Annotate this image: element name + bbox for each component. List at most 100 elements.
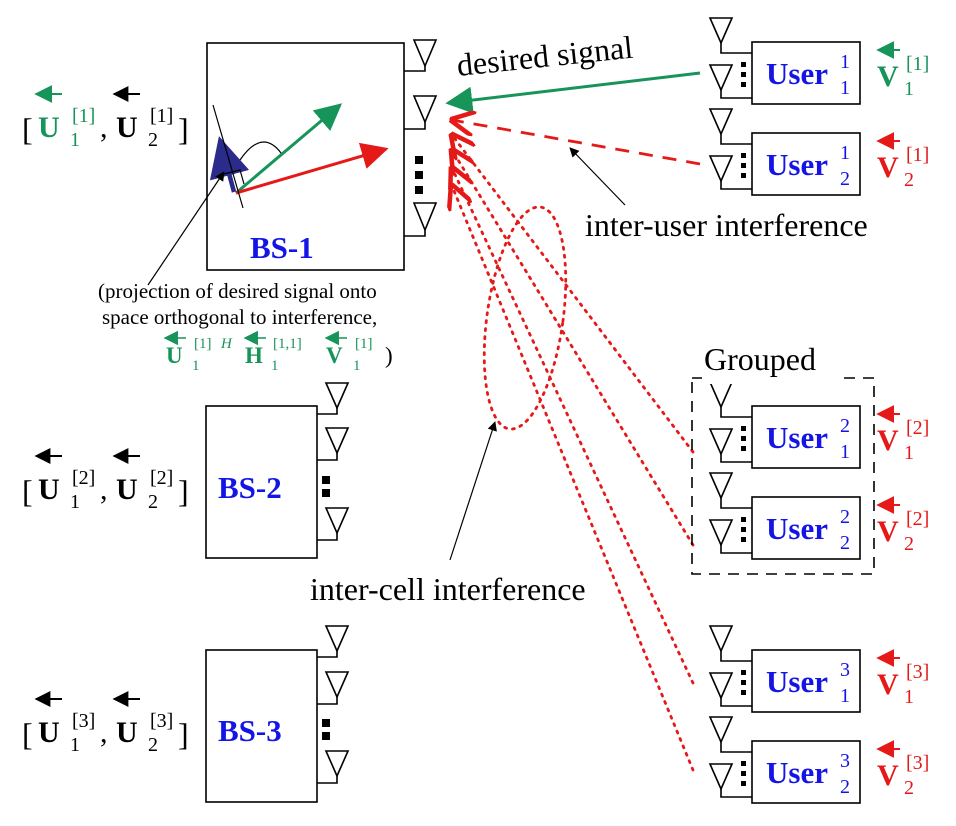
user-cell-superscript: 3: [840, 750, 850, 772]
user-antenna-dots: [741, 426, 746, 451]
bs3-antenna-dots: [322, 719, 330, 740]
user-label: User: [766, 56, 828, 91]
svg-text:1: 1: [353, 358, 361, 374]
svg-text:[2]: [2]: [906, 508, 929, 530]
user-index-subscript: 2: [840, 168, 850, 190]
bs1-antenna-dots: [415, 156, 423, 194]
svg-text:1: 1: [70, 734, 80, 756]
svg-text:U: U: [116, 473, 138, 506]
user-box: [751, 740, 861, 804]
svg-text:[1]: [1]: [355, 336, 373, 352]
user-index-subscript: 2: [840, 776, 850, 798]
svg-text:[3]: [3]: [72, 710, 95, 732]
user-label: User: [766, 511, 828, 546]
u-hat-1-2: U: [116, 111, 138, 144]
user-label: User: [766, 420, 828, 455]
user-label: User: [766, 147, 828, 182]
svg-text:[3]: [3]: [906, 752, 929, 774]
user-label: User: [766, 664, 828, 699]
user-index-subscript: 1: [840, 685, 850, 707]
grouped-label: Grouped: [704, 341, 816, 377]
svg-text:2: 2: [148, 491, 158, 513]
inter-cell-pointer-arrow: [449, 421, 497, 561]
bs2-box: [205, 405, 318, 559]
svg-text:1: 1: [904, 686, 914, 708]
user-box: [751, 41, 861, 105]
svg-text:U: U: [166, 343, 183, 368]
svg-text:2: 2: [904, 777, 914, 799]
receive-filter-label-cell-1: [ U [1] 1 , U [1] 2 ]: [22, 85, 189, 151]
user-antenna-dots: [741, 670, 746, 695]
projection-text-line2: space orthogonal to interference,: [102, 305, 377, 329]
bs1-orthogonal-line: [212, 104, 244, 209]
svg-text:[1,1]: [1,1]: [273, 336, 302, 352]
inter-user-interference-arrow: [452, 120, 701, 166]
user-antenna-pair: [708, 716, 752, 798]
desired-signal-arrow: [445, 71, 701, 114]
svg-text:,: ,: [100, 716, 108, 749]
svg-text:U: U: [38, 716, 60, 749]
bs1-label: BS-1: [250, 230, 314, 265]
user-cell-superscript: 1: [840, 51, 850, 73]
svg-text:H: H: [220, 336, 233, 352]
svg-text:[: [: [22, 716, 33, 752]
svg-text:[1]: [1]: [72, 105, 95, 127]
user-cell-superscript: 2: [840, 506, 850, 528]
inter-cell-interference-ellipse: [482, 205, 568, 431]
svg-text:[2]: [2]: [906, 417, 929, 439]
svg-text:1: 1: [70, 491, 80, 513]
svg-text:[: [: [22, 111, 33, 147]
bs1-navy-projection-vector: [209, 136, 250, 193]
svg-text:[2]: [2]: [150, 467, 173, 489]
user-label: User: [766, 755, 828, 790]
svg-text:,: ,: [100, 111, 108, 144]
svg-text:2: 2: [904, 169, 914, 191]
precoder-label: V [3] 2: [876, 740, 929, 799]
user-cell-superscript: 3: [840, 659, 850, 681]
user-box: [751, 649, 861, 713]
svg-text:[1]: [1]: [150, 105, 173, 127]
precoder-label: V[1]2: [876, 132, 929, 191]
svg-text:[: [: [22, 473, 33, 509]
user-antenna-pair: [708, 17, 752, 99]
inter-user-pointer-arrow: [569, 147, 626, 206]
user-box: [751, 132, 861, 196]
svg-text:2: 2: [904, 533, 914, 555]
bs3-box: [205, 649, 318, 803]
user-antenna-dots: [741, 62, 746, 87]
bs2-antenna-array: [317, 382, 350, 541]
precoder-label: V[2]2: [876, 496, 929, 555]
svg-text:[3]: [3]: [906, 661, 929, 683]
precoder-label: V[2]1: [876, 405, 929, 464]
bs1-right-angle-mark: [223, 169, 245, 185]
svg-text:): ): [385, 343, 393, 368]
svg-text:[3]: [3]: [150, 710, 173, 732]
base-station-1: BS-1: [206, 39, 438, 271]
svg-text:]: ]: [178, 473, 189, 509]
user-cell-superscript: 1: [840, 142, 850, 164]
user-cell-superscript: 2: [840, 415, 850, 437]
svg-text:U: U: [38, 473, 60, 506]
svg-text:H: H: [245, 343, 263, 368]
svg-text:V: V: [877, 759, 899, 792]
svg-text:V: V: [877, 151, 899, 184]
bs3-antenna-array: [317, 625, 350, 784]
user-antenna-dots: [741, 517, 746, 542]
bs1-green-vector: [235, 103, 343, 195]
svg-text:[1]: [1]: [194, 336, 212, 352]
user-box: [751, 405, 861, 469]
receive-filter-label-cell-3: [ U [3] 1 , U [3] 2 ]: [22, 691, 189, 756]
projection-formula: U [1] H 1 H [1,1] 1 V [1] 1 ): [163, 330, 393, 374]
svg-text:U: U: [116, 716, 138, 749]
svg-text:1: 1: [271, 358, 279, 374]
bs1-red-vector: [235, 142, 389, 195]
inter-cell-interference-lines: [452, 135, 695, 772]
svg-text:2: 2: [148, 734, 158, 756]
svg-text:]: ]: [178, 716, 189, 752]
projection-annotation: (projection of desired signal onto space…: [98, 171, 393, 374]
bs1-projection-arc: [239, 141, 282, 161]
